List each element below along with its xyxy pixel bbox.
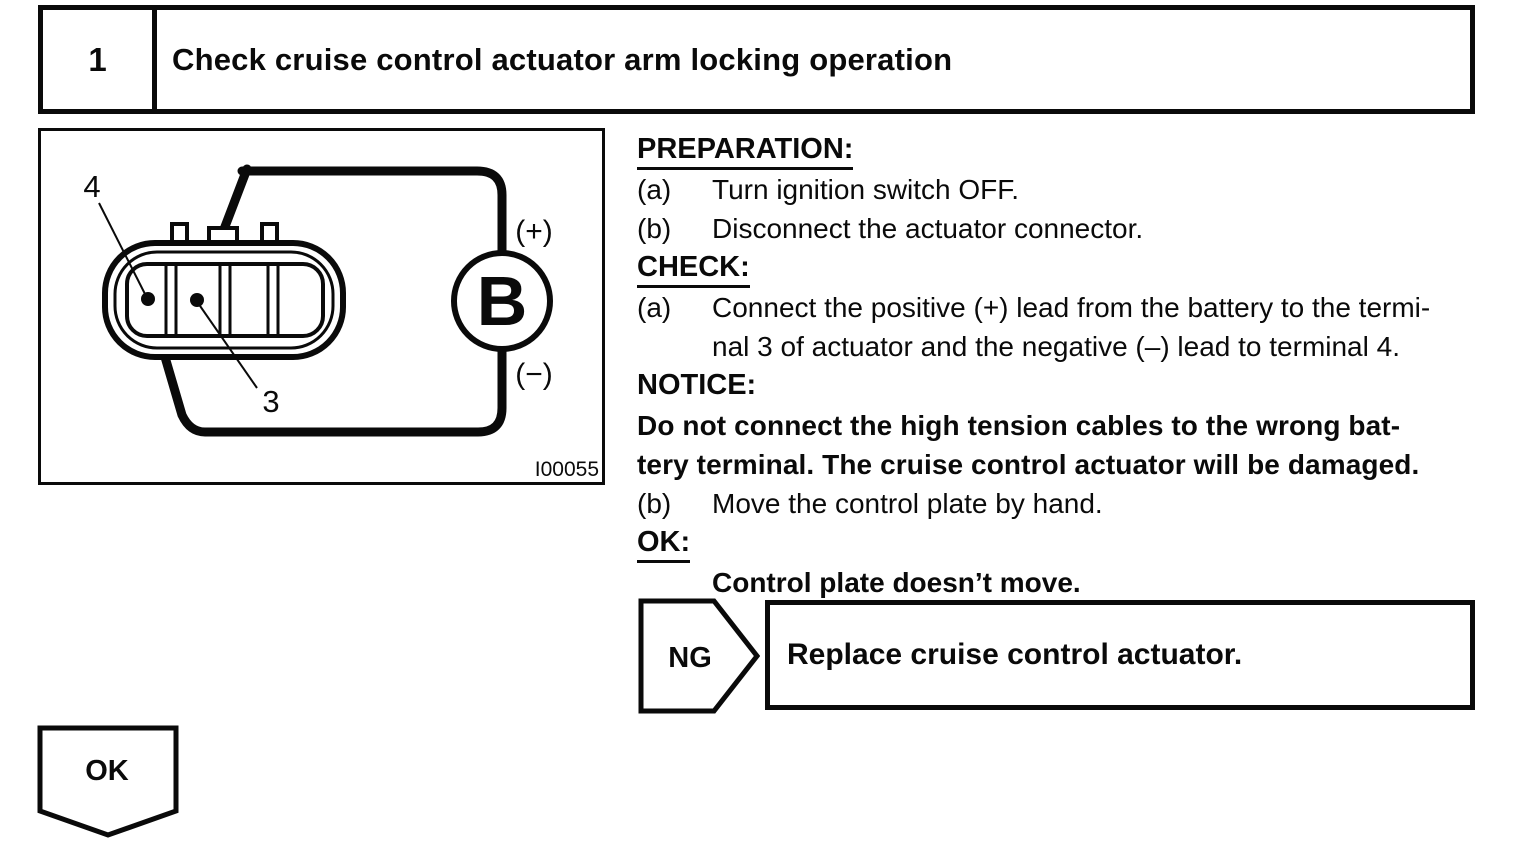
negative-lead-wire	[143, 294, 507, 437]
procedure-text: PREPARATION: (a) Turn ignition switch OF…	[637, 130, 1482, 602]
ok-arrow-label: OK	[85, 755, 129, 787]
step-header: 1 Check cruise control actuator arm lock…	[38, 5, 1475, 114]
connector-terminal-cavity	[125, 262, 325, 338]
callout-leaders	[98, 202, 258, 389]
ok-result-text: Control plate doesn’t move.	[712, 567, 1081, 598]
connector-inner-rim	[113, 250, 335, 350]
terminal-dividers	[164, 265, 280, 335]
notice-heading: NOTICE:	[637, 369, 757, 401]
ng-action-box: Replace cruise control actuator.	[765, 600, 1475, 710]
battery-symbol: B	[451, 250, 553, 352]
step-number: 1	[43, 10, 157, 109]
step-text: Turn ignition switch OFF.	[712, 174, 1020, 205]
check-heading: CHECK:	[637, 248, 1482, 288]
battery-letter: B	[477, 262, 528, 340]
ok-arrow-shape	[37, 725, 179, 838]
check-heading-text: CHECK:	[637, 251, 750, 288]
terminal-4-leader	[98, 202, 147, 297]
notice-text-line: tery terminal. The cruise control actuat…	[637, 449, 1420, 480]
step-text-line: nal 3 of actuator and the negative (–) l…	[712, 331, 1400, 362]
battery-plus-label: (+)	[515, 215, 553, 248]
wiring-diagram: B 4 3 (+) (−) I00055	[83, 164, 599, 481]
ok-heading-text: OK:	[637, 526, 691, 563]
preparation-step-a: (a) Turn ignition switch OFF.	[637, 170, 1482, 209]
step-label: (b)	[637, 488, 672, 519]
ng-action-text: Replace cruise control actuator.	[787, 638, 1243, 671]
ok-heading: OK:	[637, 523, 1482, 563]
terminal-3-leader	[197, 302, 258, 389]
step-text: Connect the positive (+) lead from the b…	[712, 288, 1482, 366]
step-text-line: Connect the positive (+) lead from the b…	[712, 292, 1431, 323]
step-text: Move the control plate by hand.	[712, 488, 1103, 519]
figure-panel: B 4 3 (+) (−) I00055	[38, 128, 605, 485]
step-label: (a)	[637, 292, 672, 323]
check-step-b: (b) Move the control plate by hand.	[637, 484, 1482, 523]
battery-minus-label: (−)	[515, 358, 553, 391]
preparation-heading: PREPARATION:	[637, 130, 1482, 170]
ng-arrow-label: NG	[668, 642, 712, 674]
step-text: Disconnect the actuator connector.	[712, 213, 1144, 244]
terminal-4-label: 4	[83, 169, 100, 204]
step-label: (b)	[637, 213, 672, 244]
terminal-4-dot	[141, 292, 155, 306]
preparation-step-b: (b) Disconnect the actuator connector.	[637, 209, 1482, 248]
ng-arrow: NG	[638, 598, 760, 714]
step-title: Check cruise control actuator arm lockin…	[172, 41, 953, 77]
battery-circle	[451, 250, 553, 352]
step-label: (a)	[637, 174, 672, 205]
figure-code: I00055	[535, 458, 599, 481]
ok-arrow: OK	[37, 725, 179, 838]
actuator-connector	[102, 222, 346, 360]
preparation-heading-text: PREPARATION:	[637, 133, 854, 170]
terminal-3-dot	[190, 293, 204, 307]
ng-arrow-shape	[638, 598, 760, 714]
terminal-3-label: 3	[262, 384, 279, 419]
check-step-a: (a) Connect the positive (+) lead from t…	[637, 288, 1482, 366]
notice-text-line: Do not connect the high tension cables t…	[637, 410, 1401, 441]
